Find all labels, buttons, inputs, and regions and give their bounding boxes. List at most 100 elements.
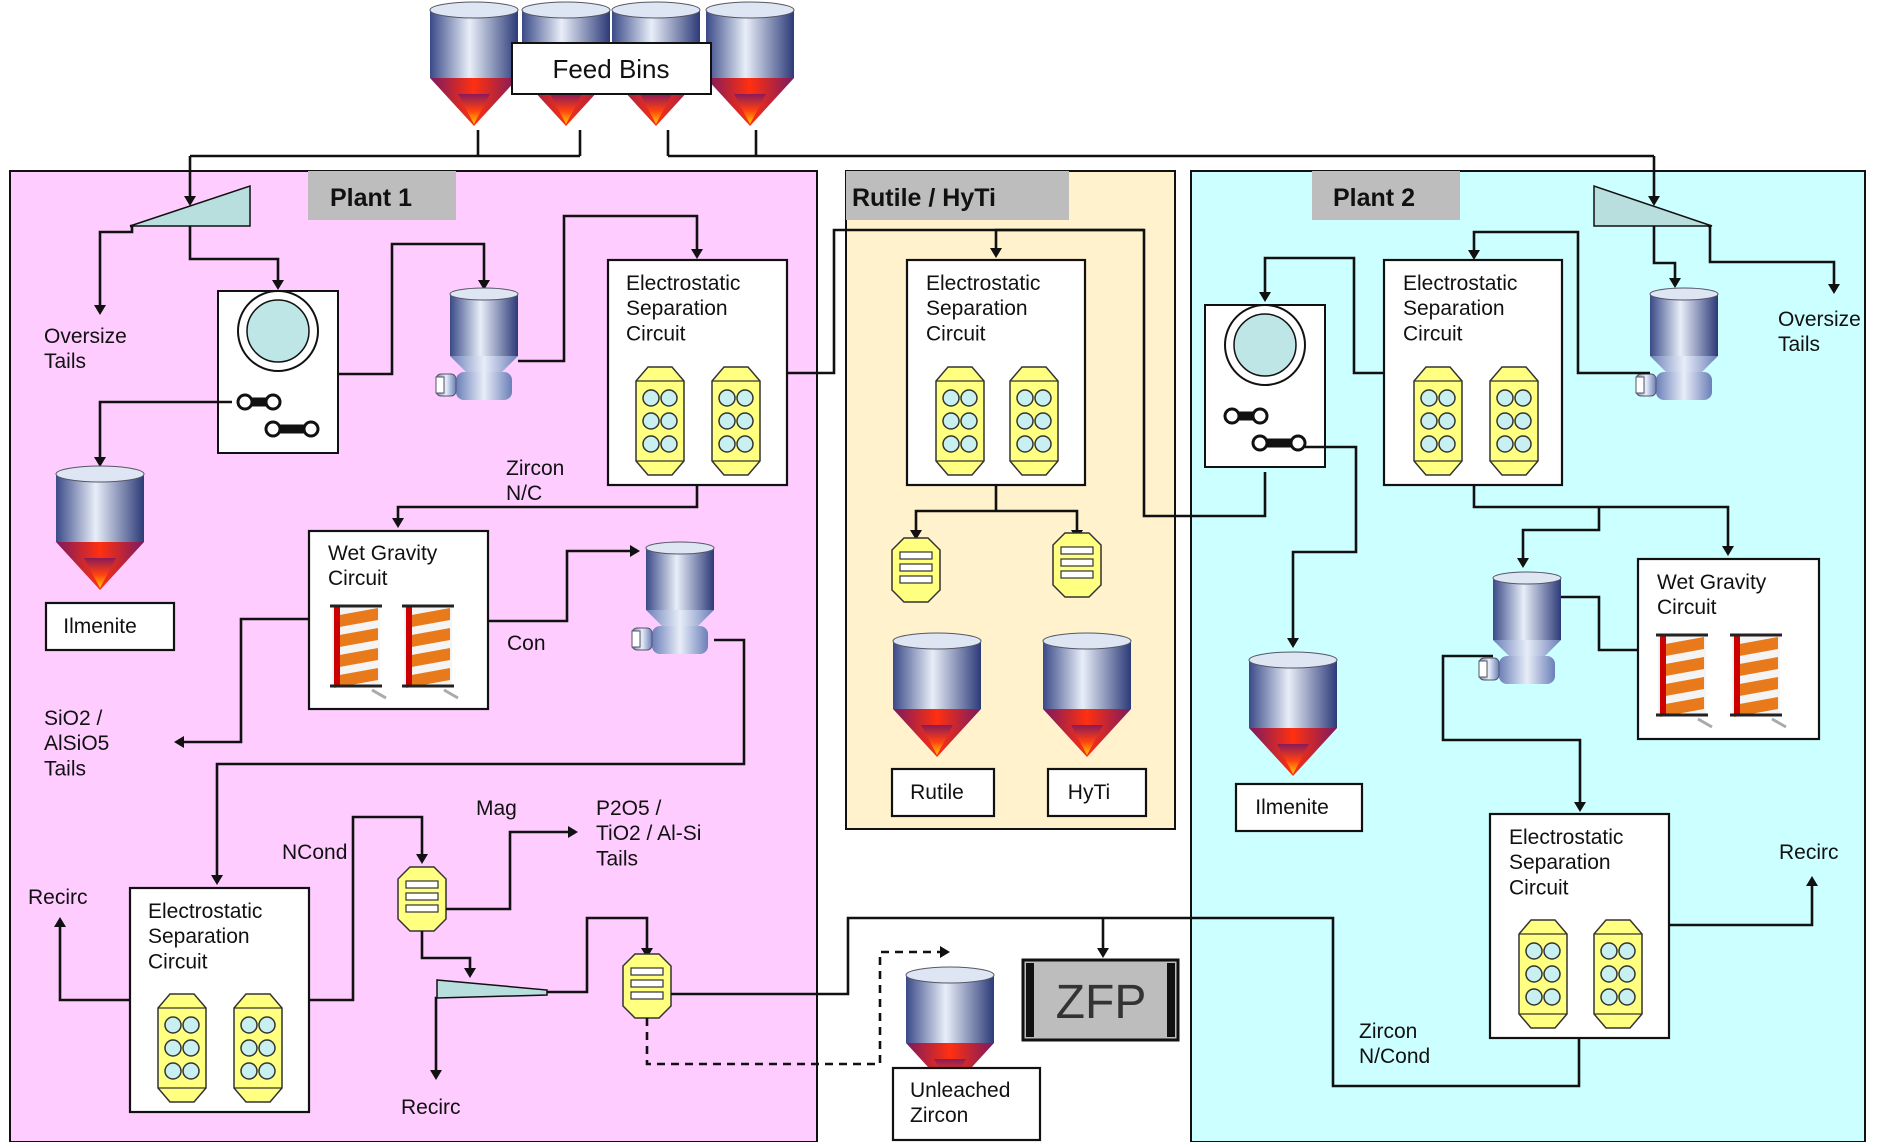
classifier-to-recirc-line [434, 996, 438, 1072]
separator-icon [711, 366, 761, 476]
arrowhead [94, 457, 106, 467]
es-to-wetgravity-line [396, 485, 699, 520]
rutile-header-box [846, 171, 1069, 220]
es-to-recirc-left [58, 925, 130, 1002]
classifier-to-mag2-line [547, 916, 649, 994]
dryer2-to-es-line [215, 638, 746, 877]
arrowhead [94, 305, 106, 315]
rutile-label: Rutile [910, 781, 964, 804]
plant1-recirc-bottom: Recirc [401, 1096, 461, 1119]
plant2-es-to-zfp [1103, 916, 1581, 1088]
arrowhead [464, 968, 476, 978]
separator-icon [1489, 366, 1539, 476]
rutile-hyti-header: Rutile / HyTi [852, 184, 996, 212]
separator-icon [233, 993, 283, 1103]
oversize-line [98, 224, 134, 307]
plant1-ilmenite-label: Ilmenite [63, 615, 137, 638]
feed-to-rutile-es-line [994, 228, 1144, 250]
feed-header-line [190, 130, 1654, 158]
plant1-mag-separator [397, 866, 447, 932]
arrowhead [478, 280, 490, 290]
arrowhead [211, 875, 223, 885]
separator-icon [1413, 366, 1463, 476]
arrowhead [1259, 292, 1271, 302]
zfp-edge [1167, 963, 1175, 1037]
arrowhead [641, 948, 653, 958]
arrowhead [1097, 948, 1109, 958]
feed-bins-label-box [511, 42, 712, 95]
plant2-ilmenite-box [1234, 782, 1364, 833]
plant1-recirc-left: Recirc [28, 886, 88, 909]
plant2-header: Plant 2 [1333, 184, 1415, 212]
arrowhead [272, 280, 284, 290]
separator-icon [635, 366, 685, 476]
spiral-icon [1654, 633, 1714, 729]
arrowhead [1722, 546, 1734, 556]
separator-icon [1593, 919, 1643, 1029]
rutile-mag-separator [891, 537, 941, 603]
zfp-edge [1026, 963, 1034, 1037]
rutile-box [890, 767, 996, 818]
plant2-es-to-recirc [1669, 884, 1814, 927]
plant2-drum-to-es [1472, 230, 1650, 375]
mag2-to-zfp-line [671, 916, 1103, 996]
arrowhead [392, 518, 404, 528]
arrowhead [54, 917, 66, 927]
spiral-icon [1728, 633, 1788, 729]
hyti-mag-separator [1052, 532, 1102, 598]
plant2-header-box [1312, 171, 1460, 220]
mill-to-ilmenite-line [98, 400, 232, 459]
arrowhead [691, 249, 703, 259]
arrowhead [630, 545, 640, 557]
zfp-label: ZFP [1056, 976, 1147, 1029]
mag-to-tails-line [446, 830, 570, 911]
spiral-icon [400, 604, 460, 700]
arrowhead [184, 196, 196, 206]
separator-icon [1518, 919, 1568, 1029]
arrowhead [940, 946, 950, 958]
plant2-magnetic-drum [1205, 305, 1325, 467]
plant2-ilmenite-label: Ilmenite [1255, 796, 1329, 819]
es-to-mag-line [309, 815, 424, 1002]
arrowhead [1648, 196, 1660, 206]
plant2-recirc: Recirc [1779, 841, 1839, 864]
hyti-box [1046, 767, 1148, 818]
arrowhead [1517, 558, 1529, 568]
arrowhead [1287, 638, 1299, 648]
plant1-mag-separator-2 [622, 953, 672, 1019]
plant2-oversize-line [1708, 224, 1836, 286]
arrowhead [1806, 876, 1818, 886]
spiral-icon [328, 604, 388, 700]
mill-to-drum-line [338, 242, 486, 376]
plant1-magnetic-drum [218, 291, 338, 453]
arrowhead [416, 854, 428, 864]
screen-to-mill-line [188, 226, 280, 282]
drum-to-es-line [518, 214, 699, 363]
arrowhead [430, 1070, 442, 1080]
plant1-header-box [308, 171, 456, 220]
mag-to-classifier-line [420, 931, 472, 970]
arrowhead [1468, 250, 1480, 260]
feed-bins-label: Feed Bins [552, 54, 669, 84]
mag2-to-unleached-line [645, 950, 942, 1066]
wetgravity-to-tails-line [182, 617, 309, 744]
arrowhead [990, 248, 1002, 258]
zfp-box [1021, 958, 1180, 1042]
plant2-mill-to-ilmenite [1291, 445, 1358, 640]
